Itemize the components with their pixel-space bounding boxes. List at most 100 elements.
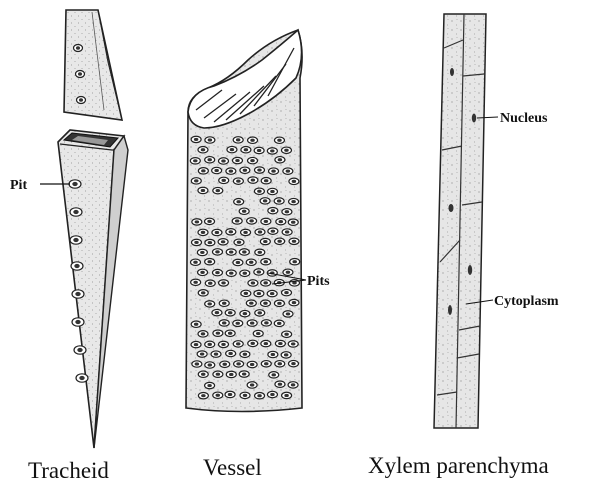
- cytoplasm-label: Cytoplasm: [494, 294, 559, 309]
- vessel-pit: [205, 218, 215, 224]
- vessel-pit: [275, 238, 285, 244]
- vessel-pit: [267, 148, 277, 154]
- vessel-pit: [234, 361, 244, 367]
- vessel-pit: [269, 372, 279, 378]
- vessel-pit: [283, 168, 293, 174]
- vessel-pit: [212, 249, 222, 255]
- vessel-pit: [247, 218, 257, 224]
- vessel-pit: [260, 198, 270, 204]
- vessel-pit: [283, 311, 293, 317]
- vessel-pit: [205, 239, 215, 245]
- vessel-pit: [225, 310, 235, 316]
- vessel-pit: [274, 300, 284, 306]
- vessel-pit: [233, 320, 243, 326]
- vessel-pit: [192, 219, 202, 225]
- vessel-pit: [218, 158, 228, 164]
- vessel-pit: [247, 382, 257, 388]
- vessel-pit: [198, 371, 208, 377]
- vessel-pit: [240, 270, 250, 276]
- tracheid-pit: [70, 208, 82, 216]
- vessel-pit: [205, 258, 215, 264]
- vessel-pit: [240, 392, 250, 398]
- tracheid-pit: [76, 374, 88, 382]
- vessel-pit: [248, 340, 258, 346]
- vessel-pit: [191, 321, 201, 327]
- tracheid-pit: [76, 71, 85, 78]
- vessel-pit: [233, 137, 243, 143]
- vessel-pit: [239, 249, 249, 255]
- vessel-pit: [260, 238, 270, 244]
- tracheid-lower-body: [58, 130, 128, 448]
- xylem-parenchyma-drawing: Nucleus Cytoplasm: [434, 14, 559, 428]
- vessel-pit: [205, 301, 215, 307]
- vessel-pit: [275, 340, 285, 346]
- tracheid-upper-fragment: [64, 10, 122, 120]
- vessel-pit: [191, 279, 201, 285]
- tracheid-pit: [77, 97, 86, 104]
- vessel-pit: [219, 320, 229, 326]
- vessel-pit: [275, 361, 285, 367]
- vessel-pit: [288, 341, 298, 347]
- vessel-pit: [211, 351, 221, 357]
- vessel-pit: [226, 249, 236, 255]
- vessel-pit: [282, 229, 292, 235]
- vessel-pit: [198, 168, 208, 174]
- vessel-pit: [226, 168, 236, 174]
- vessel-pit: [255, 229, 265, 235]
- vessel-pit: [269, 168, 279, 174]
- vessel-pit: [261, 178, 271, 184]
- vessel-pit: [254, 167, 264, 173]
- vessel-pit: [191, 178, 201, 184]
- vessel-pit: [198, 392, 208, 398]
- vessel-pit: [241, 290, 251, 296]
- vessel-pit: [219, 300, 229, 306]
- vessel-pit: [198, 331, 208, 337]
- tracheid-pit: [71, 262, 83, 270]
- vessel-pit: [198, 269, 208, 275]
- vessel-pit: [281, 352, 291, 358]
- vessel-pit: [241, 147, 251, 153]
- vessel-pit: [247, 361, 257, 367]
- vessel-pit: [212, 167, 222, 173]
- vessel-pit: [288, 219, 298, 225]
- vessel-pit: [254, 269, 264, 275]
- vessel-pit: [213, 371, 223, 377]
- vessel-pit: [255, 310, 265, 316]
- xylem-parenchyma-caption: Xylem parenchyma: [368, 453, 549, 478]
- vessel-pit: [239, 371, 249, 377]
- vessel-pit: [226, 350, 236, 356]
- vessel-pit: [255, 249, 265, 255]
- nucleus-cell-1: [450, 68, 454, 76]
- vessel-drawing: Pits: [186, 30, 330, 412]
- vessel-pit: [248, 157, 258, 163]
- vessel-pit: [282, 331, 292, 337]
- vessel-pit: [289, 178, 299, 184]
- vessel-pit: [205, 280, 215, 286]
- tracheid-caption: Tracheid: [28, 458, 109, 483]
- vessel-pit: [240, 310, 250, 316]
- vessel-pit: [288, 382, 298, 388]
- vessel-pit: [197, 249, 207, 255]
- vessel-pit: [212, 229, 222, 235]
- tracheid-pit: [74, 346, 86, 354]
- vessel-pit: [205, 157, 215, 163]
- vessel-pit: [227, 146, 237, 152]
- vessel-pit: [234, 239, 244, 245]
- vessel-pit: [241, 229, 251, 235]
- vessel-pit: [255, 393, 265, 399]
- vessel-pit: [289, 198, 299, 204]
- vessel-pit: [205, 362, 215, 368]
- vessel-pit: [220, 361, 230, 367]
- vessel-pit: [219, 177, 229, 183]
- vessel-pit: [233, 341, 243, 347]
- vessel-pit: [225, 330, 235, 336]
- vessel-caption: Vessel: [203, 455, 262, 480]
- vessel-pit: [191, 341, 201, 347]
- vessel-pit: [213, 330, 223, 336]
- vessel-pit: [225, 391, 235, 397]
- vessel-pit: [219, 341, 229, 347]
- vessel-pit: [281, 289, 291, 295]
- vessel-pit: [288, 360, 298, 366]
- vessel-pit: [198, 187, 208, 193]
- vessel-pit: [282, 392, 292, 398]
